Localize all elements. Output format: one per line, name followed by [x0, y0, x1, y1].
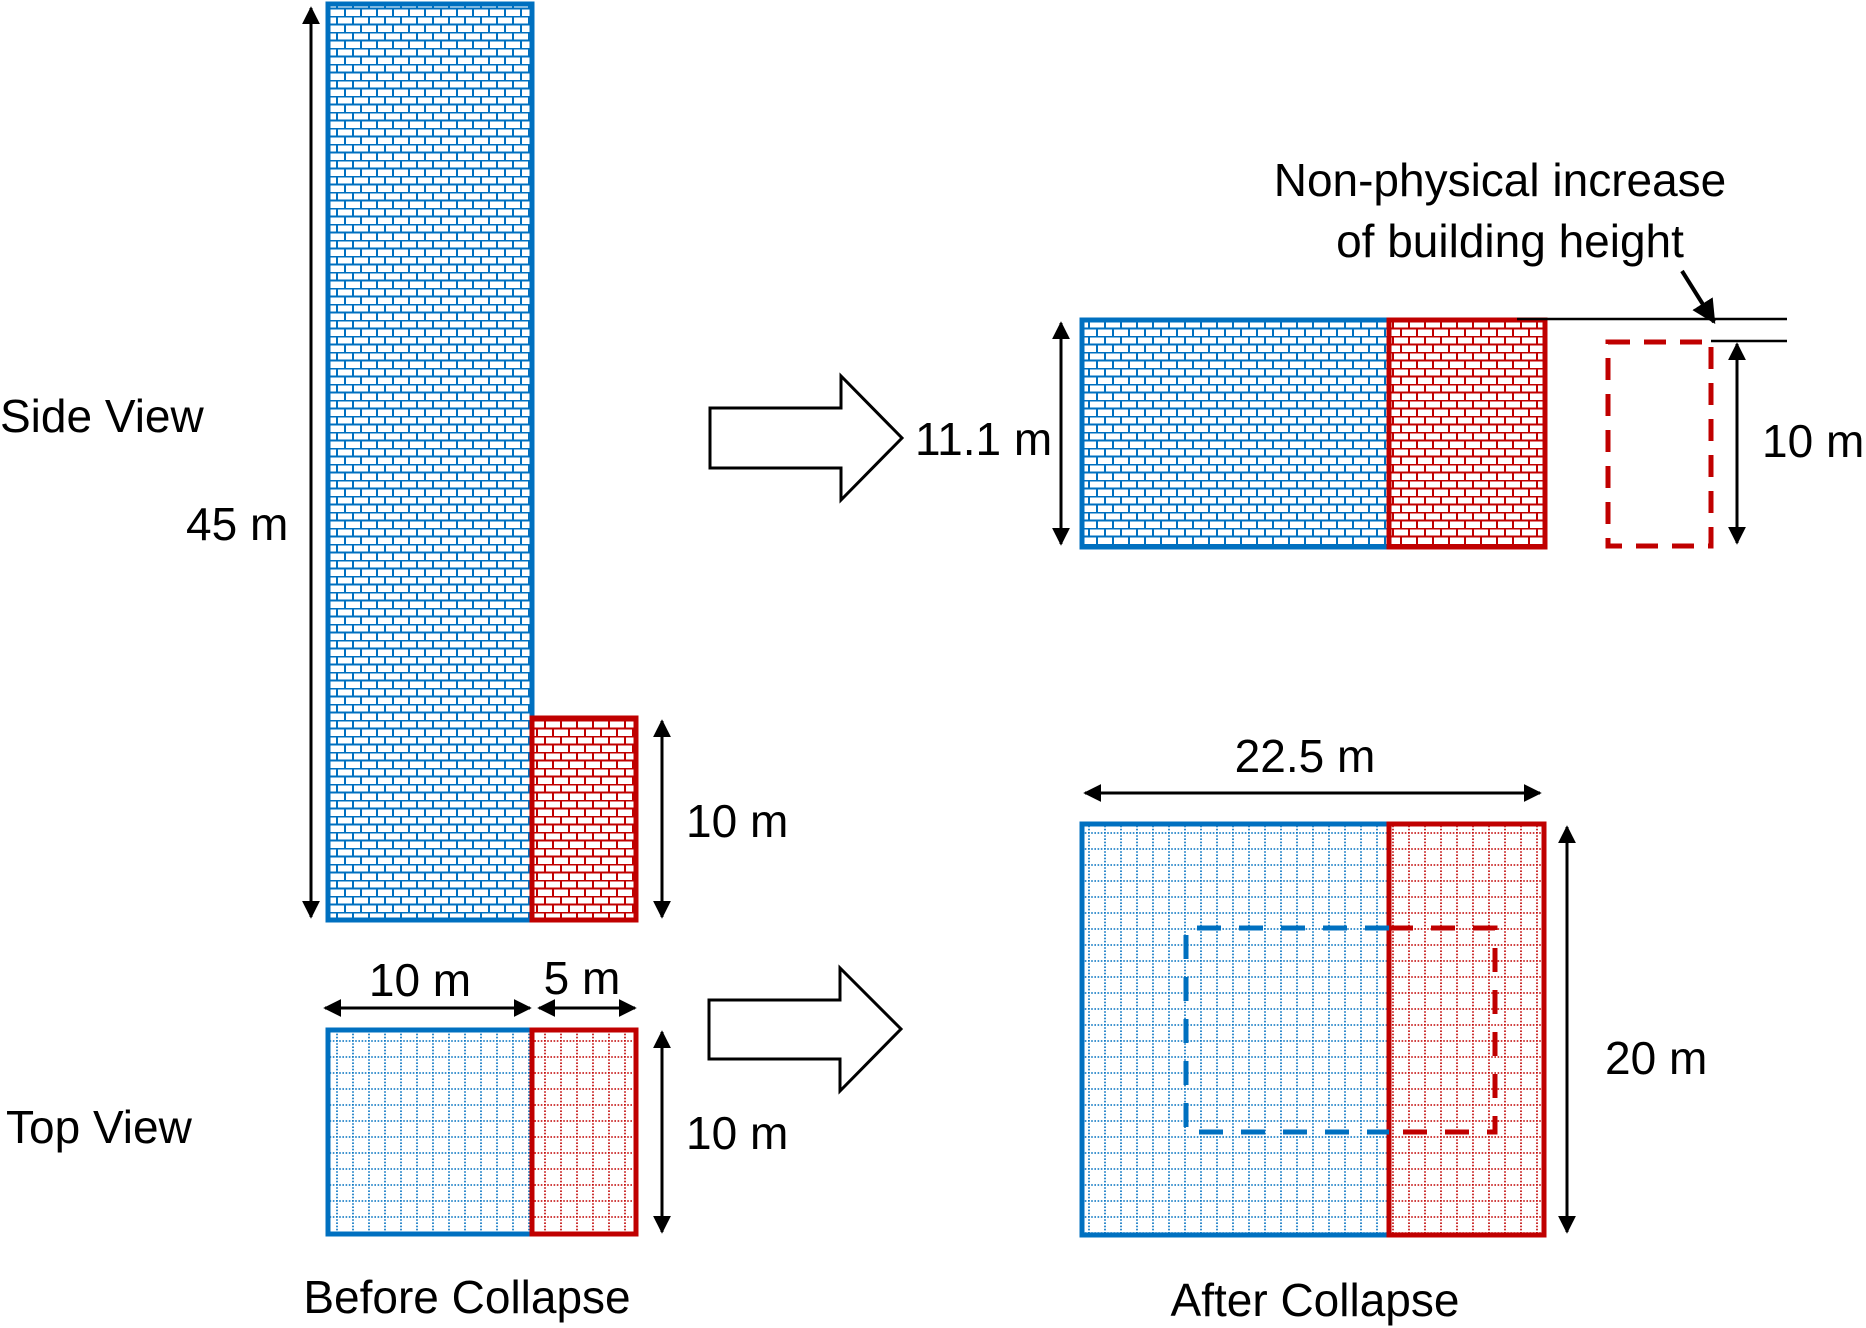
top-transition-arrow-icon — [707, 964, 904, 1095]
tall-height-label: 45 m — [186, 498, 288, 550]
original-small-footprint-outline — [1389, 925, 1498, 1135]
tall-building-top — [325, 1027, 535, 1237]
collapsed-tall-building-top — [1079, 821, 1392, 1238]
original-small-building-outline — [1605, 339, 1714, 549]
reference-height-label: 10 m — [1762, 415, 1864, 467]
collapsed-tall-building-side — [1079, 317, 1392, 550]
tall-width-label: 10 m — [369, 954, 471, 1006]
collapsed-small-building-side — [1386, 317, 1548, 550]
small-width-label: 5 m — [544, 952, 621, 1004]
collapsed-width-label: 22.5 m — [1235, 730, 1376, 782]
collapsed-small-building-top — [1386, 821, 1547, 1238]
small-building-side — [529, 715, 639, 923]
after-caption: After Collapse — [1171, 1274, 1460, 1326]
small-height-label: 10 m — [686, 795, 788, 847]
annotation-pointer-arrow — [1680, 269, 1716, 325]
tall-building-side — [325, 1, 535, 923]
annotation-line2: of building height — [1336, 215, 1684, 267]
side-transition-arrow-icon — [708, 372, 905, 504]
collapsed-depth-label: 20 m — [1605, 1032, 1707, 1084]
depth-label: 10 m — [686, 1107, 788, 1159]
side-view-label: Side View — [0, 390, 205, 442]
top-view-label: Top View — [6, 1101, 193, 1153]
before-caption: Before Collapse — [303, 1271, 630, 1323]
small-building-top — [529, 1027, 639, 1237]
original-tall-footprint-outline — [1183, 925, 1389, 1135]
annotation-line1: Non-physical increase — [1274, 154, 1727, 206]
collapsed-height-label: 11.1 m — [915, 413, 1052, 465]
